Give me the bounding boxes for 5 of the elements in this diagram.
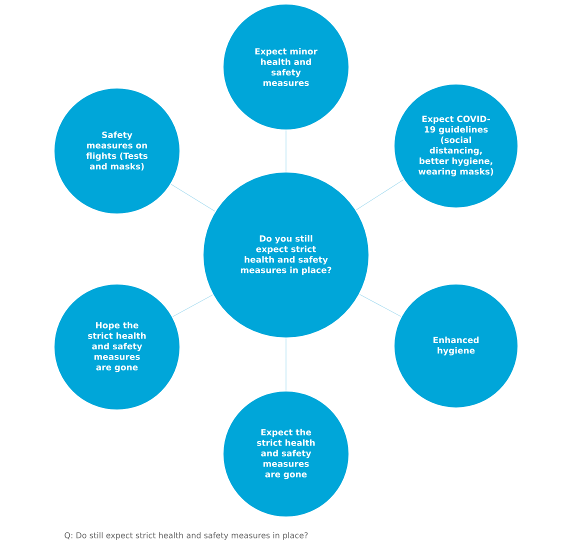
connector-line	[359, 294, 402, 317]
caption: Q: Do still expect strict health and safety measures in place?	[64, 532, 308, 540]
connector-line	[170, 184, 216, 212]
connector-line	[172, 294, 213, 317]
connector-line	[356, 179, 404, 210]
